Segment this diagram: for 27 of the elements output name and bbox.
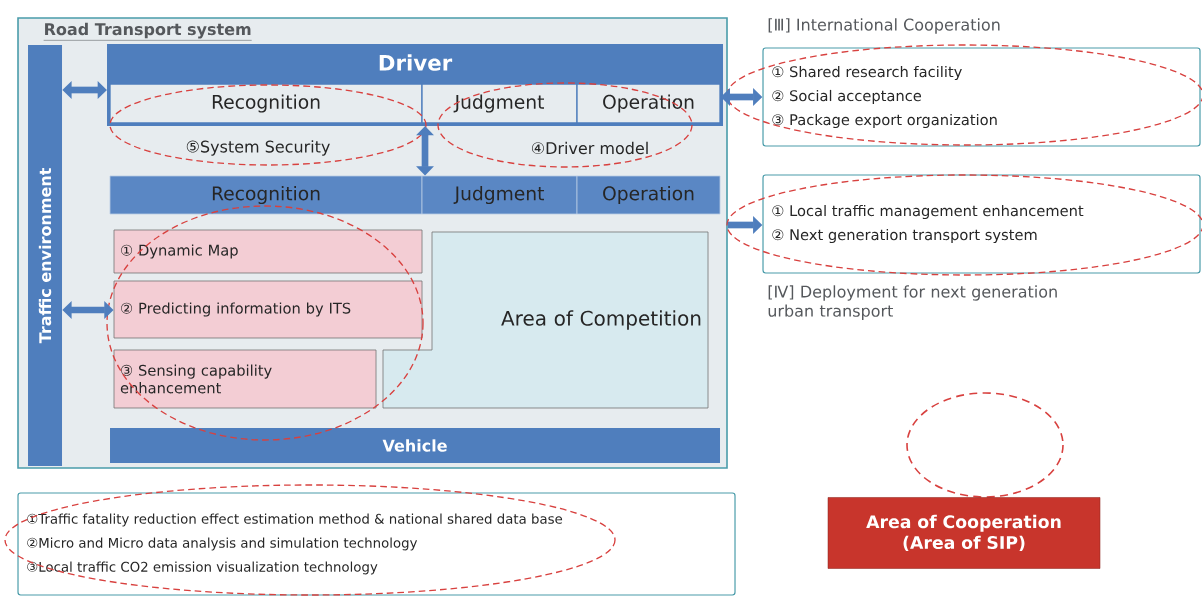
- list-item: ②Micro and Micro data analysis and simulation technology: [27, 537, 418, 551]
- list-item: ② Social acceptance: [772, 89, 922, 105]
- block-arrow: [62, 301, 114, 319]
- block-arrow: [416, 126, 434, 176]
- table-cell: Operation: [576, 83, 721, 124]
- list-item: ①Traffic fatality reduction effect estimation method & national shared data base: [27, 513, 563, 527]
- node-label: [Ⅳ] Deployment for next generation urban transport: [768, 285, 1057, 320]
- area-label: ⑤System Security: [186, 140, 330, 156]
- list-item: ② Next generation transport system: [772, 228, 1037, 244]
- header-cell: Operation: [576, 175, 721, 215]
- item-box: ① Dynamic Map: [113, 229, 423, 274]
- list-item: ③Local traffic CO2 emission visualization technology: [27, 561, 378, 575]
- header-cell: Judgment: [421, 175, 578, 215]
- item-box: ③ Sensing capability enhancement: [113, 349, 377, 409]
- node-label: [Ⅲ] International Cooperation: [768, 18, 1000, 34]
- block-arrow: [62, 81, 107, 99]
- item-list-box: ① Local traffic management enhancement ② Next generation transport system [Ⅳ] Deployment for next generation urban transport: [762, 174, 1201, 320]
- list-item: ③ Package export organization: [772, 113, 997, 129]
- list-item: ① Local traffic management enhancement: [772, 204, 1084, 220]
- item-list-box: [17, 492, 736, 596]
- item-box: ② Predicting information by ITS: [113, 280, 423, 339]
- area-label: ④Driver model: [531, 141, 648, 155]
- item-list-box: [Ⅲ] International Cooperation ① Shared research facility ② Social acceptance ③ Package export organization: [762, 18, 1201, 147]
- legend-drawing: Area of Cooperation (Area of SIP): [827, 392, 1101, 569]
- table-cell: Judgment: [421, 83, 578, 124]
- vehicle-bar: Vehicle: [110, 428, 720, 463]
- list-item: ① Shared research facility: [772, 65, 962, 81]
